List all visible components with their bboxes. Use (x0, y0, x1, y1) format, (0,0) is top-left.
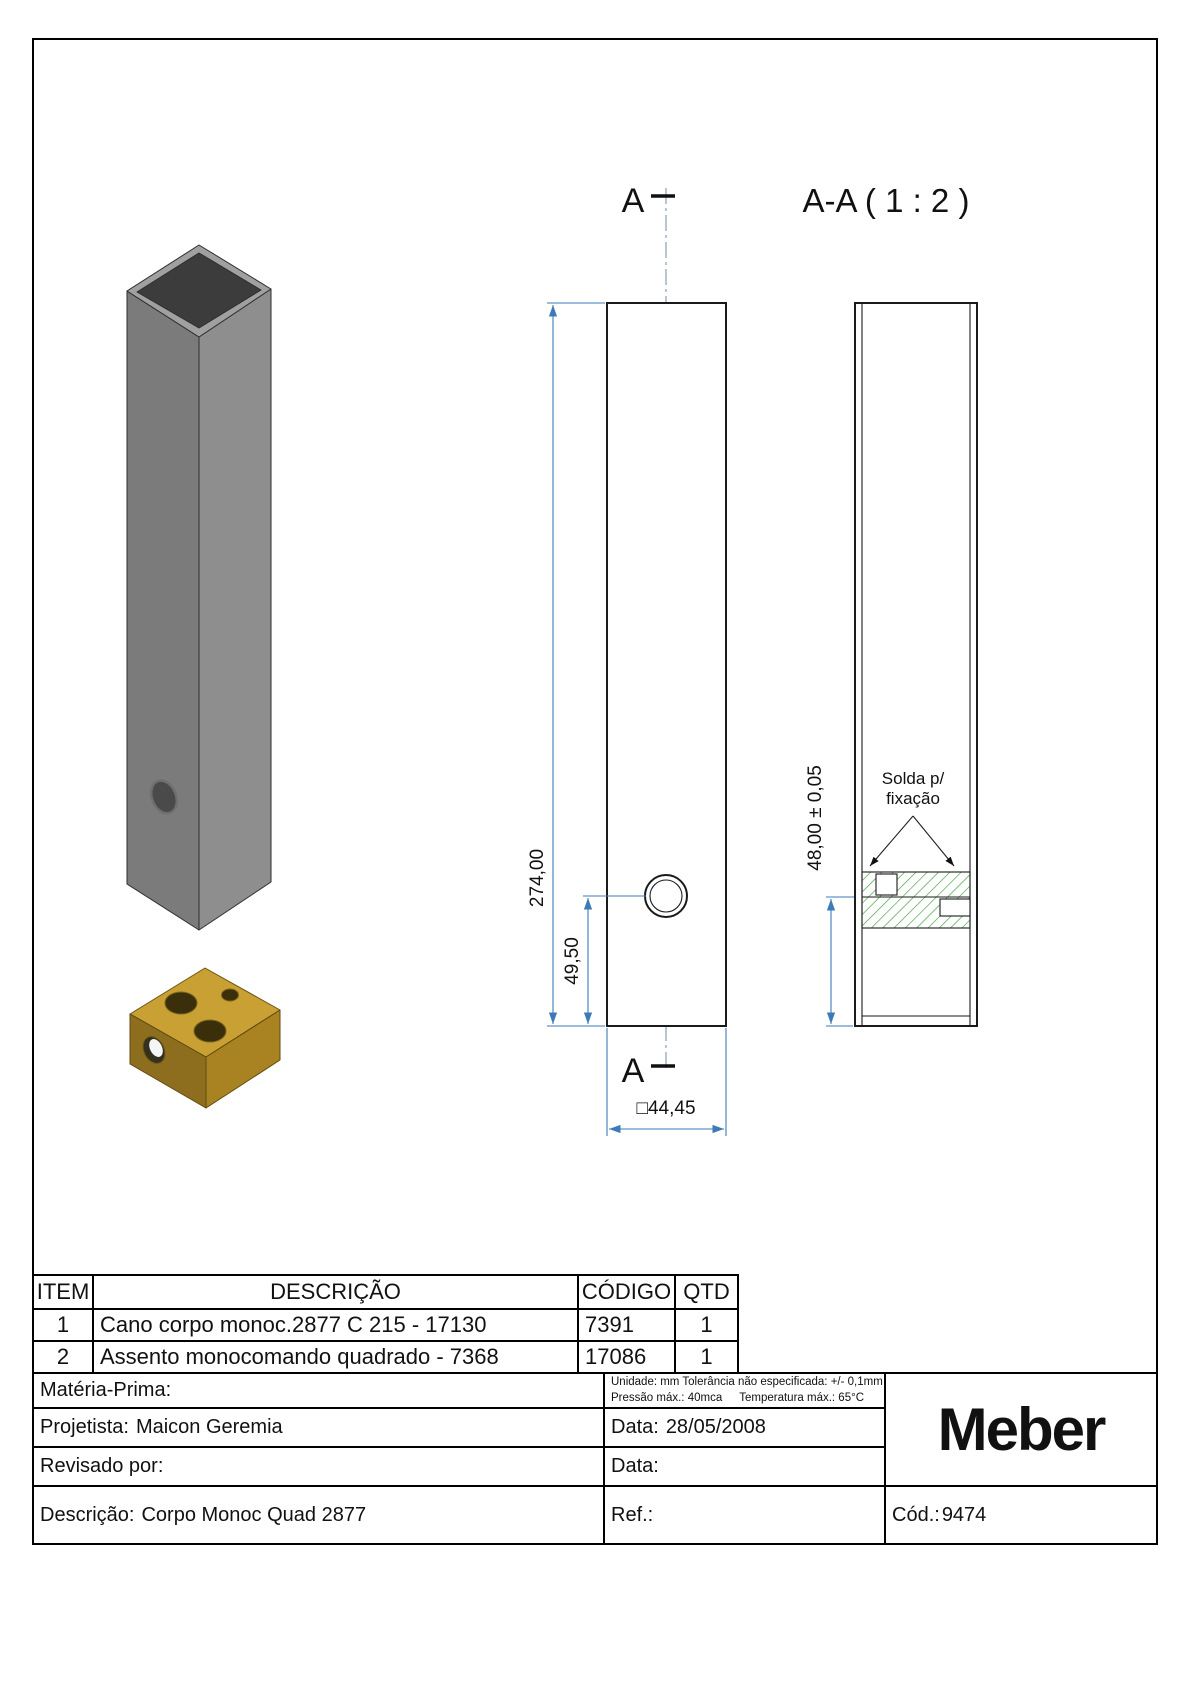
cod-cell: Cód.: 9474 (886, 1487, 1156, 1543)
dim-square-width: □44,45 (606, 1028, 727, 1136)
col-header-qty: QTD (676, 1276, 737, 1308)
pressure-note: Pressão máx.: 40mca (611, 1391, 723, 1404)
front-view: A A (606, 182, 727, 1090)
company-logo: Meber (886, 1374, 1156, 1485)
weld-leader-left (869, 815, 914, 867)
temperature-note: Temperatura máx.: 65°C (739, 1391, 864, 1404)
dim-hole-position: 49,50 (562, 895, 646, 1024)
col-header-code: CÓDIGO (579, 1276, 674, 1308)
tube-side-hole (149, 779, 179, 815)
date-created-label: Data: (611, 1416, 659, 1438)
date-created-cell: Data: 28/05/2008 (605, 1409, 884, 1446)
seat-section (861, 871, 971, 929)
date-revised-cell: Data: (605, 1448, 884, 1485)
part-row-description: Cano corpo monoc.2877 C 215 - 17130 (94, 1310, 577, 1340)
part-row-qty: 1 (676, 1342, 737, 1372)
date-created-value: 28/05/2008 (665, 1416, 766, 1438)
seat-front-hole (149, 1039, 163, 1057)
revisado-cell: Revisado por: (34, 1448, 603, 1485)
tube-front-outline (606, 302, 727, 1027)
section-marker-bottom: A (622, 1052, 645, 1090)
seat-iso (129, 967, 281, 1109)
dim-overall-height-label: 274,00 (527, 849, 548, 907)
dim-seat-depth: 48,00 ± 0,05 (805, 765, 858, 1027)
ref-cell: Ref.: (605, 1487, 884, 1543)
tube-left-face (126, 290, 200, 931)
cod-value: 9474 (941, 1503, 987, 1526)
seat-top-hole-1 (164, 991, 198, 1015)
part-row-code: 17086 (579, 1342, 674, 1372)
descricao-label: Descrição: (40, 1503, 135, 1526)
isometric-view (126, 244, 281, 1109)
seat-top-hole-small (221, 988, 239, 1002)
weld-note-line1: Solda p/ (882, 769, 945, 788)
front-hole-inner (649, 879, 683, 913)
weld-callout: Solda p/ fixação (869, 769, 955, 867)
part-row-qty: 1 (676, 1310, 737, 1340)
tolerance-notes-cell: Unidade: mm Tolerância não especificada:… (605, 1374, 884, 1407)
tube-right-face (198, 288, 272, 931)
projetista-label: Projetista: (40, 1416, 129, 1438)
front-hole-outer (644, 874, 688, 918)
descricao-cell: Descrição: Corpo Monoc Quad 2877 (34, 1487, 603, 1543)
col-header-description: DESCRIÇÃO (94, 1276, 577, 1308)
dimensions: 274,00 49,50 □44,45 48,00 ± 0,05 (527, 302, 858, 1136)
part-row-item: 2 (34, 1342, 92, 1372)
parts-table: ITEM DESCRIÇÃO CÓDIGO QTD 1 Cano corpo m… (32, 1274, 739, 1374)
cod-label: Cód.: (892, 1503, 940, 1526)
weld-note-line2: fixação (886, 789, 940, 808)
date-revised-label: Data: (611, 1455, 659, 1477)
dim-square-width-label: □44,45 (636, 1098, 695, 1119)
ref-label: Ref.: (611, 1503, 654, 1526)
col-header-item: ITEM (34, 1276, 92, 1308)
seat-hole-section (875, 873, 898, 896)
materia-prima-label: Matéria-Prima: (40, 1379, 172, 1401)
seat-step-notch (939, 898, 971, 917)
dim-seat-depth-label: 48,00 ± 0,05 (805, 765, 826, 871)
projetista-value: Maicon Geremia (135, 1416, 283, 1438)
part-row-code: 7391 (579, 1310, 674, 1340)
dim-hole-position-label: 49,50 (562, 937, 583, 985)
section-view: A-A ( 1 : 2 ) Solda p/ fixação (803, 182, 978, 1027)
section-view-title: A-A ( 1 : 2 ) (803, 182, 970, 219)
descricao-value: Corpo Monoc Quad 2877 (141, 1503, 367, 1526)
dim-overall-height: 274,00 (527, 302, 605, 1027)
units-tolerance-note: Unidade: mm Tolerância não especificada:… (611, 1375, 883, 1388)
revisado-label: Revisado por: (40, 1455, 164, 1477)
tube-iso (126, 244, 272, 931)
title-block: Matéria-Prima: Unidade: mm Tolerância nã… (32, 1372, 1158, 1545)
weld-leader-right (912, 815, 955, 867)
technical-drawing: A A 274,00 49,50 □44,45 48,00 ± 0,05 (126, 182, 978, 1136)
tube-interior (136, 252, 262, 329)
part-row-description: Assento monocomando quadrado - 7368 (94, 1342, 577, 1372)
seat-top-hole-2 (193, 1019, 227, 1043)
materia-prima-cell: Matéria-Prima: (34, 1374, 603, 1407)
seat-right-face (205, 1009, 281, 1109)
projetista-cell: Projetista: Maicon Geremia (34, 1409, 603, 1446)
part-row-item: 1 (34, 1310, 92, 1340)
section-marker-top: A (622, 182, 645, 220)
